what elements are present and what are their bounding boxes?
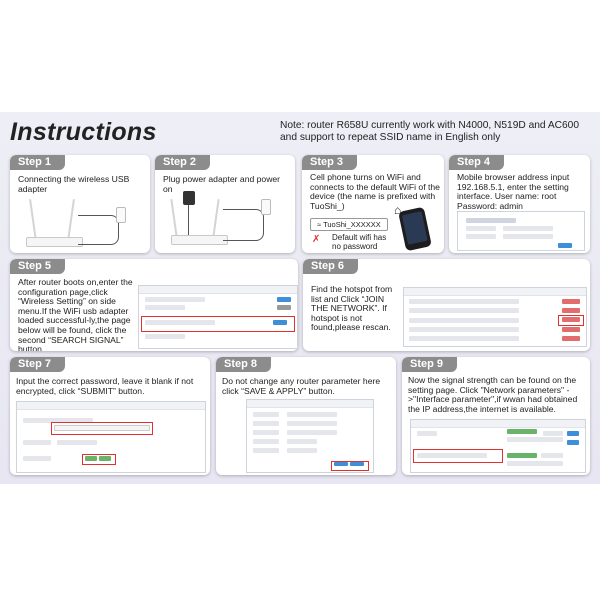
router-image — [20, 197, 145, 249]
search-signal-button[interactable] — [273, 320, 287, 325]
step-6-badge: Step 6 — [303, 259, 359, 274]
step-8-card: Step 8 Do not change any router paramete… — [216, 357, 396, 475]
step-2-text: Plug power adapter and power on — [163, 174, 281, 194]
login-screenshot — [457, 211, 585, 251]
password-form-screenshot — [16, 401, 206, 473]
step-7-card: Step 7 Input the correct password, leave… — [10, 357, 210, 475]
hotspot-list-screenshot — [403, 287, 587, 347]
step-9-card: Step 9 Now the signal strength can be fo… — [402, 357, 590, 475]
join-network-highlight — [558, 315, 584, 326]
power-adapter-image — [165, 189, 290, 249]
save-apply-button[interactable] — [334, 462, 348, 466]
step-9-text: Now the signal strength can be found on … — [408, 375, 578, 414]
step-3-badge: Step 3 — [302, 155, 358, 170]
wireless-setting-screenshot — [138, 285, 298, 349]
no-password-line-1: Default wifi has — [332, 233, 387, 242]
adapter-status-highlight — [413, 449, 503, 463]
page-title: Instructions — [10, 118, 157, 146]
wifi-icon: ≈ — [317, 222, 322, 229]
step-3-text: Cell phone turns on WiFi and connects to… — [310, 172, 440, 211]
phone-image — [398, 206, 432, 252]
step-1-text: Connecting the wireless USB adapter — [18, 174, 130, 194]
step-5-card: Step 5 After router boots on,enter the c… — [10, 259, 298, 351]
submit-highlight — [82, 454, 116, 465]
step-7-badge: Step 7 — [10, 357, 66, 372]
step-7-text: Input the correct password, leave it bla… — [16, 376, 194, 396]
step-1-badge: Step 1 — [10, 155, 66, 170]
step-4-text: Mobile browser address input 192.168.5.1… — [457, 172, 570, 211]
step-3-card: Step 3 Cell phone turns on WiFi and conn… — [302, 155, 444, 253]
step-9-badge: Step 9 — [402, 357, 458, 372]
settings-screenshot — [246, 399, 374, 473]
second-adapter-highlight — [141, 316, 295, 332]
wifi-signal-icon: ⌂ — [394, 203, 402, 217]
step-5-badge: Step 5 — [10, 259, 66, 274]
step-6-card: Step 6 Find the hotspot from list and Cl… — [303, 259, 590, 351]
wifi-name-text: TuoShi_XXXXXX — [323, 220, 381, 229]
submit-button[interactable] — [85, 456, 97, 461]
step-4-badge: Step 4 — [449, 155, 505, 170]
no-wifi-icon: ✗ — [312, 234, 321, 245]
no-password-line-2: no password — [332, 242, 378, 251]
step-1-card: Step 1 Connecting the wireless USB adapt… — [10, 155, 150, 253]
join-network-button[interactable] — [562, 317, 580, 322]
step-8-text: Do not change any router parameter here … — [222, 376, 381, 396]
wifi-name-pill: ≈ TuoShi_XXXXXX — [310, 218, 388, 231]
signal-strength-screenshot — [410, 419, 586, 473]
step-2-badge: Step 2 — [155, 155, 211, 170]
step-8-badge: Step 8 — [216, 357, 272, 372]
save-apply-highlight — [331, 461, 369, 471]
step-2-card: Step 2 Plug power adapter and power on — [155, 155, 295, 253]
step-6-text: Find the hotspot from list and Click “JO… — [311, 284, 393, 333]
compatibility-note: Note: router R658U currently work with N… — [280, 120, 579, 143]
password-field-highlight — [51, 422, 153, 435]
step-4-card: Step 4 Mobile browser address input 192.… — [449, 155, 590, 253]
step-5-text: After router boots on,enter the configur… — [18, 277, 133, 351]
